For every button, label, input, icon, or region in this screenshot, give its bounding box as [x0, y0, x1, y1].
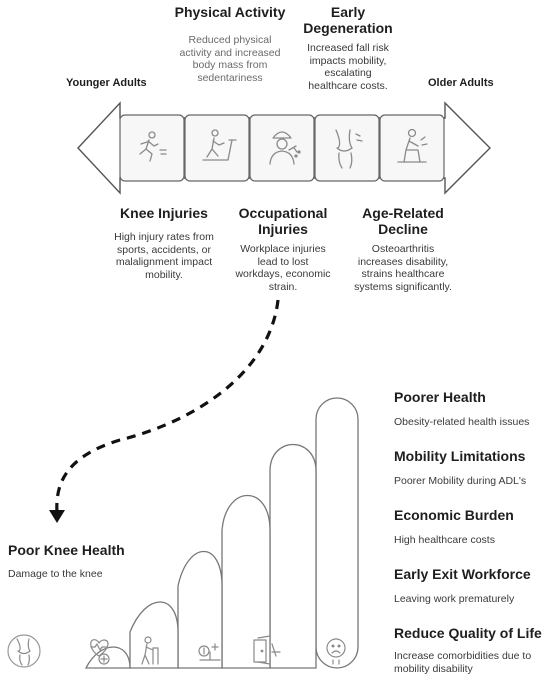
item-title: Poor Knee Health	[8, 542, 125, 558]
item-title: Poorer Health	[394, 389, 486, 405]
timeline-box-4	[314, 114, 380, 182]
item-title: Reduce Quality of Life	[394, 625, 542, 641]
item-desc: Damage to the knee	[8, 568, 103, 580]
timeline-box-3	[249, 114, 315, 182]
consequence-early-exit-workforce: Early Exit Workforce Leaving work premat…	[394, 566, 544, 606]
item-desc: Obesity-related health issues	[394, 416, 530, 428]
item-desc: Leaving work prematurely	[394, 593, 515, 605]
older-adults-label: Older Adults	[428, 77, 494, 89]
stair-pill-5	[269, 444, 317, 669]
item-title: Knee Injuries	[120, 205, 208, 221]
dashed-flow-arrow	[49, 299, 280, 523]
item-desc: Poorer Mobility during ADL's	[394, 475, 527, 487]
item-desc: Increase comorbidities due to mobility d…	[394, 650, 532, 675]
poor-knee-health-block: Poor Knee Health Damage to the knee	[8, 542, 178, 581]
item-desc: Workplace injuries lead to lost workdays…	[235, 243, 331, 293]
stair-pills	[84, 397, 359, 669]
timeline-item-occupational-injuries: Occupational Injuries Workplace injuries…	[228, 205, 338, 293]
sad-face-icon	[326, 638, 346, 665]
consequence-poorer-health: Poorer Health Obesity-related health iss…	[394, 389, 544, 429]
younger-adults-label: Younger Adults	[66, 77, 147, 89]
worker-icon	[269, 131, 301, 165]
treadmill-icon	[202, 129, 237, 161]
consequence-reduce-quality-of-life: Reduce Quality of Life Increase comorbid…	[394, 625, 548, 675]
item-desc: High injury rates from sports, accidents…	[114, 231, 214, 281]
timeline-item-age-related-decline: Age-Related Decline Osteoarthritis incre…	[348, 205, 458, 293]
item-desc: Osteoarthritis increases disability, str…	[354, 243, 452, 293]
stair-pill-4	[221, 494, 271, 669]
item-title: Early Degeneration	[303, 4, 393, 36]
consequence-mobility-limitations: Mobility Limitations Poorer Mobility dur…	[394, 448, 544, 488]
money-scale-icon	[198, 643, 221, 661]
walker-person-icon	[141, 636, 159, 665]
timeline-box-1	[119, 114, 185, 182]
stair-pill-1	[84, 646, 131, 669]
timeline-item-knee-injuries: Knee Injuries High injury rates from spo…	[104, 205, 224, 281]
item-title: Economic Burden	[394, 507, 514, 523]
timeline-box-5	[379, 114, 445, 182]
stair-pill-6	[315, 397, 359, 669]
item-desc: Reduced physical activity and increased …	[179, 34, 281, 84]
timeline-icon-boxes	[119, 114, 445, 182]
knee-joint-icon	[7, 634, 41, 668]
item-desc: High healthcare costs	[394, 534, 495, 546]
item-title: Age-Related Decline	[362, 205, 444, 237]
consequence-economic-burden: Economic Burden High healthcare costs	[394, 507, 544, 547]
timeline-item-early-degeneration: Early Degeneration Increased fall risk i…	[298, 4, 398, 92]
item-title: Physical Activity	[174, 4, 286, 20]
heart-health-icon	[90, 639, 110, 665]
stair-pill-3	[177, 550, 223, 669]
running-person-icon	[139, 131, 167, 162]
timeline-box-2	[184, 114, 250, 182]
exit-door-icon	[253, 635, 281, 665]
stair-pill-2	[129, 601, 179, 669]
item-title: Early Exit Workforce	[394, 566, 531, 582]
person-knee-pain-icon	[397, 128, 428, 163]
item-desc: Increased fall risk impacts mobility, es…	[307, 42, 389, 92]
knee-joint-icon	[335, 129, 363, 169]
item-title: Mobility Limitations	[394, 448, 526, 464]
timeline-item-physical-activity: Physical Activity Reduced physical activ…	[160, 4, 300, 84]
item-title: Occupational Injuries	[238, 205, 328, 237]
